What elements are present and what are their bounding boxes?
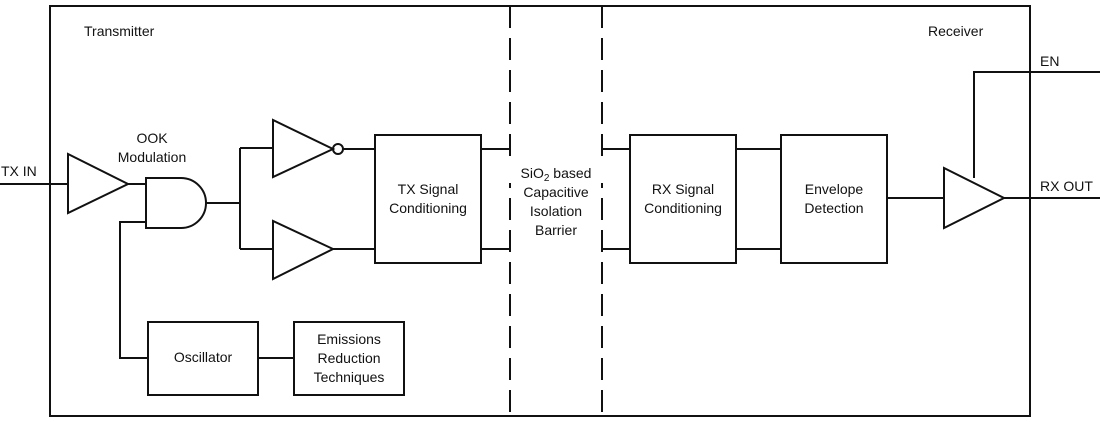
tx-in-label: TX IN <box>1 163 37 179</box>
input-buffer-triangle <box>67 152 131 215</box>
output-buffer-triangle <box>943 166 1007 230</box>
emissions-reduction-block <box>293 321 405 396</box>
barrier-formula-suffix: based <box>549 165 592 181</box>
ook-and-gate <box>145 177 207 229</box>
envelope-detection-label: Envelope Detection <box>804 181 864 216</box>
barrier-formula-subscript: 2 <box>543 173 550 184</box>
lower-buffer-triangle <box>272 219 336 281</box>
emissions-reduction-label: Emissions Reduction Techniques <box>313 331 385 385</box>
en-wire <box>973 71 1100 178</box>
rx-out-label: RX OUT <box>1040 178 1093 194</box>
oscillator-feedback-wire <box>119 221 148 359</box>
en-label: EN <box>1040 53 1060 69</box>
tx-signal-conditioning-block <box>374 134 482 264</box>
barrier-description-label: Capacitive Isolation Barrier <box>511 183 601 240</box>
receiver-label: Receiver <box>928 23 984 39</box>
inverter-triangle <box>272 118 336 179</box>
ook-modulation-label: OOK Modulation <box>117 130 187 165</box>
chip-outline <box>49 5 1031 417</box>
rx-signal-conditioning-block <box>629 134 737 264</box>
tx-signal-conditioning-label: TX Signal Conditioning <box>389 181 467 216</box>
transmitter-label: Transmitter <box>84 23 155 39</box>
oscillator-label: Oscillator <box>173 349 233 365</box>
barrier-material-label: SiO2 based <box>506 164 606 184</box>
rx-signal-conditioning-label: RX Signal Conditioning <box>644 181 722 216</box>
barrier-formula-prefix: SiO <box>520 165 544 181</box>
